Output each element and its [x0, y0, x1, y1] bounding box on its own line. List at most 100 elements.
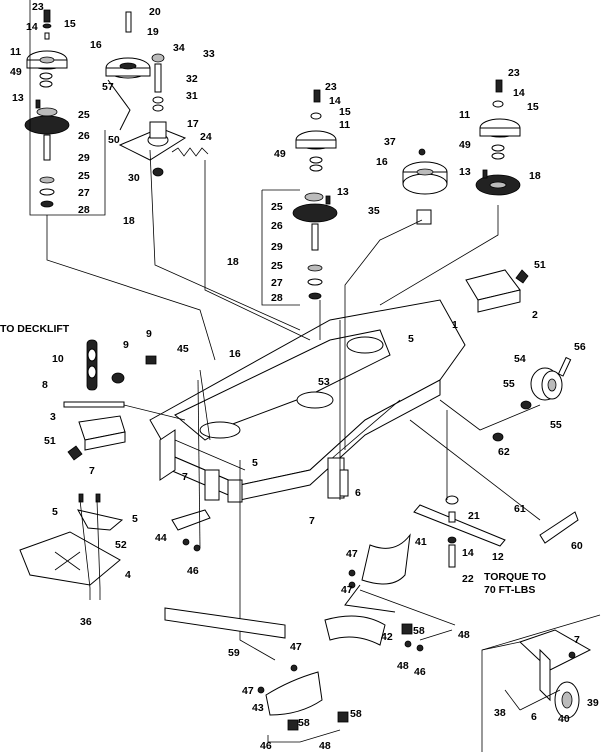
part-label-p15b: 15 — [339, 106, 351, 118]
part-label-p5d: 5 — [132, 513, 138, 525]
baffle-center — [324, 533, 456, 652]
part-label-p42: 42 — [381, 631, 393, 643]
belt-routing-lines — [46, 149, 499, 500]
part-label-p50: 50 — [108, 134, 120, 146]
part-label-p23c: 23 — [508, 67, 520, 79]
part-label-p6a: 6 — [355, 487, 361, 499]
part-label-p49c: 49 — [459, 139, 471, 151]
part-label-p39: 39 — [587, 697, 599, 709]
part-label-p32: 32 — [186, 73, 198, 85]
part-label-p14a: 14 — [26, 21, 38, 33]
part-label-p18a: 18 — [123, 215, 135, 227]
part-label-p58a: 58 — [413, 625, 425, 637]
part-label-p9b: 9 — [123, 339, 129, 351]
deck-left-rail — [159, 429, 243, 503]
part-label-p7c: 7 — [309, 515, 315, 527]
part-label-p47d: 47 — [242, 685, 254, 697]
part-label-p41: 41 — [415, 536, 427, 548]
part-label-p36: 36 — [80, 616, 92, 628]
part-label-p8: 8 — [42, 379, 48, 391]
part-label-p23a: 23 — [32, 1, 44, 13]
part-label-p46c: 46 — [260, 740, 272, 752]
part-label-p9a: 9 — [146, 328, 152, 340]
front-hardware-left — [63, 355, 186, 461]
part-label-p38: 38 — [494, 707, 506, 719]
part-label-p28b: 28 — [271, 292, 283, 304]
right-spindle-assembly — [475, 79, 521, 196]
part-label-p29a: 29 — [78, 152, 90, 164]
part-label-p47b: 47 — [341, 584, 353, 596]
part-label-p56: 56 — [574, 341, 586, 353]
part-label-p30: 30 — [128, 172, 140, 184]
part-label-p22: 22 — [462, 573, 474, 585]
baffle-bottom — [257, 664, 349, 743]
part-label-p11c: 11 — [459, 109, 470, 121]
to-decklift-note: TO DECKLIFT — [0, 323, 70, 335]
part-label-p26a: 26 — [78, 130, 90, 142]
part-label-p26b: 26 — [271, 220, 283, 232]
part-label-p19: 19 — [147, 26, 159, 38]
part-label-p7d: 7 — [574, 634, 580, 646]
part-label-p13c: 13 — [459, 166, 471, 178]
part-label-p13a: 13 — [12, 92, 24, 104]
part-label-p48c: 48 — [319, 740, 331, 752]
anti-scalp-wheel-right — [439, 356, 572, 442]
part-label-p7a: 7 — [89, 465, 95, 477]
part-label-p2: 2 — [532, 309, 538, 321]
part-label-p40: 40 — [558, 713, 570, 725]
anti-scalp-inset — [481, 614, 601, 752]
part-label-p21: 21 — [468, 510, 480, 522]
part-label-p54: 54 — [514, 353, 526, 365]
part-label-p16c: 16 — [229, 348, 241, 360]
part-label-p44: 44 — [155, 532, 167, 544]
part-label-p55b: 55 — [550, 419, 562, 431]
part-label-p37: 37 — [384, 136, 396, 148]
part-label-p52: 52 — [115, 539, 127, 551]
part-label-p4: 4 — [125, 569, 131, 581]
part-label-p35: 35 — [368, 205, 380, 217]
part-label-p28a: 28 — [78, 204, 90, 216]
part-label-p3: 3 — [50, 411, 56, 423]
part-label-p17: 17 — [187, 118, 199, 130]
part-label-p24: 24 — [200, 131, 212, 143]
part-label-p49b: 49 — [274, 148, 286, 160]
part-label-p55a: 55 — [503, 378, 515, 390]
part-label-p49a: 49 — [10, 66, 22, 78]
part-label-p15a: 15 — [64, 18, 76, 30]
part-label-p14d: 14 — [462, 547, 474, 559]
part-label-p5a: 5 — [408, 333, 414, 345]
baffle-bracket-left — [171, 379, 276, 661]
deck-lift-chain — [86, 339, 98, 391]
part-label-p45: 45 — [177, 343, 189, 355]
deck-lift-bracket-right — [327, 457, 349, 499]
part-label-p1: 1 — [452, 319, 458, 331]
left-spindle-assembly — [24, 0, 106, 216]
part-label-p18b: 18 — [227, 256, 239, 268]
torque-note-line1: TORQUE TO — [484, 571, 546, 583]
part-label-p25c: 25 — [271, 201, 283, 213]
part-label-p11b: 11 — [339, 119, 350, 131]
part-label-p10: 10 — [52, 353, 64, 365]
part-label-p20: 20 — [149, 6, 161, 18]
part-label-p48b: 48 — [397, 660, 409, 672]
part-label-p34: 34 — [173, 42, 185, 54]
part-label-p57: 57 — [102, 81, 114, 93]
part-label-p47c: 47 — [290, 641, 302, 653]
side-trim-strip — [409, 419, 579, 544]
part-label-p60: 60 — [571, 540, 583, 552]
part-label-p46b: 46 — [414, 666, 426, 678]
part-label-p62: 62 — [498, 446, 510, 458]
part-label-p58b: 58 — [298, 717, 310, 729]
idler-assembly — [105, 11, 209, 177]
part-label-p27b: 27 — [271, 277, 283, 289]
discharge-baffle — [19, 493, 124, 600]
part-label-p33: 33 — [203, 48, 215, 60]
part-label-p61: 61 — [514, 503, 526, 515]
part-label-p25a: 25 — [78, 109, 90, 121]
part-label-p5c: 5 — [52, 506, 58, 518]
part-label-p29b: 29 — [271, 241, 283, 253]
part-label-p43: 43 — [252, 702, 264, 714]
part-label-p14b: 14 — [329, 95, 341, 107]
torque-note-line2: 70 FT-LBS — [484, 584, 535, 596]
